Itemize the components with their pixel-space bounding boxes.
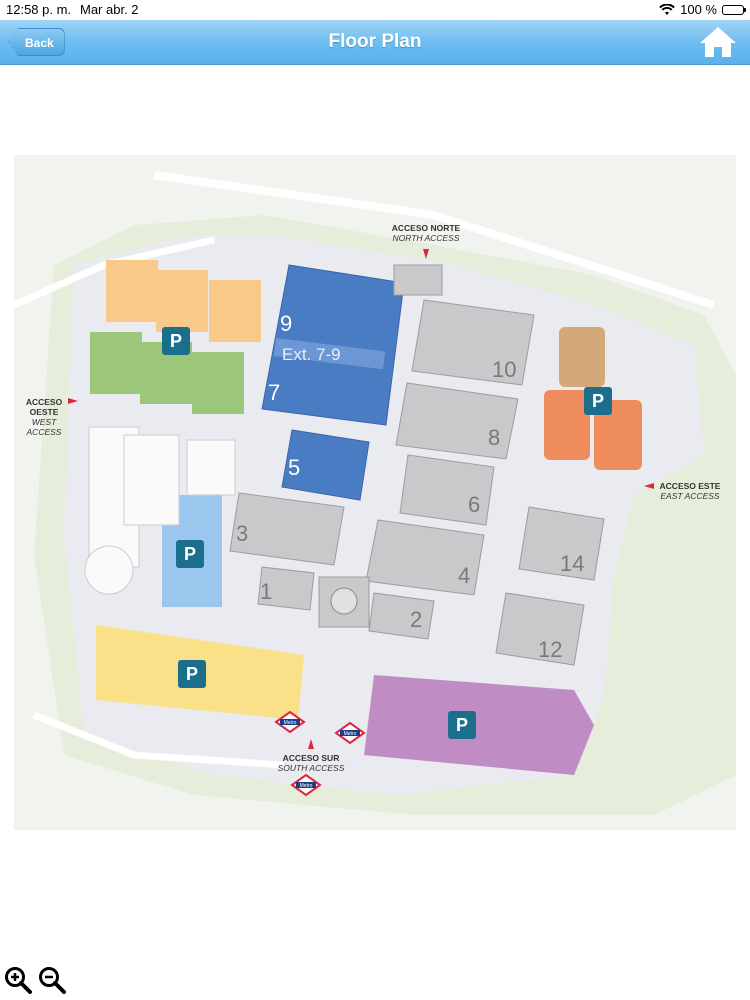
home-icon xyxy=(700,27,736,57)
south-access-label: ACCESO SUR SOUTH ACCESS xyxy=(278,739,345,773)
central-rotunda xyxy=(318,576,370,628)
parking-east xyxy=(544,327,642,470)
svg-text:Metro: Metro xyxy=(300,783,313,789)
hall-5[interactable] xyxy=(281,429,370,501)
hall-label-9: 9 xyxy=(280,311,292,336)
hall-3[interactable] xyxy=(229,492,345,566)
zoom-in-button[interactable] xyxy=(4,966,32,994)
metro-icon-south: Metro xyxy=(290,773,322,797)
hall-14[interactable] xyxy=(518,506,605,581)
hall-label-4: 4 xyxy=(458,563,470,588)
floor-plan-map[interactable]: 9 Ext. 7-9 7 5 10 8 6 4 14 12 3 1 2 P P … xyxy=(14,155,736,830)
wifi-icon xyxy=(659,3,675,15)
svg-text:SOUTH ACCESS: SOUTH ACCESS xyxy=(278,763,345,773)
back-button[interactable]: Back xyxy=(8,28,65,56)
metro-icon-southwest: Metro xyxy=(274,710,306,734)
hall-10[interactable] xyxy=(411,299,535,386)
hall-label-10: 10 xyxy=(492,357,516,382)
parking-badge-west-blue: P xyxy=(176,540,204,568)
svg-text:P: P xyxy=(170,331,182,351)
svg-text:Metro: Metro xyxy=(344,731,357,737)
svg-text:ACCESS: ACCESS xyxy=(26,427,62,437)
hall-2[interactable] xyxy=(368,592,435,640)
svg-text:Metro: Metro xyxy=(284,720,297,726)
svg-text:ACCESO NORTE: ACCESO NORTE xyxy=(392,223,461,233)
hall-6[interactable] xyxy=(399,454,495,526)
svg-text:P: P xyxy=(592,391,604,411)
hall-12[interactable] xyxy=(495,592,585,666)
hall-1[interactable] xyxy=(257,566,315,611)
svg-text:ACCESO ESTE: ACCESO ESTE xyxy=(660,481,721,491)
zoom-out-icon xyxy=(39,967,66,994)
svg-text:P: P xyxy=(186,664,198,684)
hall-9-7[interactable] xyxy=(261,264,405,426)
hall-label-6: 6 xyxy=(468,492,480,517)
grey-halls xyxy=(229,264,605,666)
hall-label-12: 12 xyxy=(538,637,562,662)
north-access-label: ACCESO NORTE NORTH ACCESS xyxy=(392,223,461,259)
east-access-label: ACCESO ESTE EAST ACCESS xyxy=(644,481,721,501)
hall-label-3: 3 xyxy=(236,521,248,546)
parking-badge-southwest: P xyxy=(178,660,206,688)
zoom-in-icon xyxy=(5,967,32,994)
status-bar: 12:58 p. m. Mar abr. 2 100 % xyxy=(0,0,750,20)
hall-label-7: 7 xyxy=(268,380,280,405)
metro-icon-southeast: Metro xyxy=(334,721,366,745)
zoom-out-button[interactable] xyxy=(38,966,66,994)
parking-south-purple xyxy=(364,675,594,775)
road-north xyxy=(153,171,716,309)
nav-bar: Back Floor Plan xyxy=(0,20,750,65)
west-structures xyxy=(84,426,236,595)
status-time: 12:58 p. m. xyxy=(6,2,72,17)
parking-northwest xyxy=(90,260,261,414)
battery-percent: 100 % xyxy=(680,2,717,17)
svg-text:OESTE: OESTE xyxy=(30,407,59,417)
svg-text:ACCESO SUR: ACCESO SUR xyxy=(283,753,340,763)
floor-plan-svg: 9 Ext. 7-9 7 5 10 8 6 4 14 12 3 1 2 P P … xyxy=(14,155,736,830)
hall-label-ext-7-9: Ext. 7-9 xyxy=(282,345,341,364)
road-west xyxy=(14,236,215,309)
hall-4[interactable] xyxy=(365,519,485,596)
svg-text:P: P xyxy=(456,715,468,735)
svg-text:ACCESO: ACCESO xyxy=(26,397,63,407)
hall-label-5: 5 xyxy=(288,455,300,480)
battery-icon xyxy=(722,4,746,15)
hall-8[interactable] xyxy=(395,382,519,460)
hall-label-8: 8 xyxy=(488,425,500,450)
parking-badge-east: P xyxy=(584,387,612,415)
page-title: Floor Plan xyxy=(328,31,422,52)
hall-label-2: 2 xyxy=(410,607,422,632)
home-button[interactable] xyxy=(698,25,738,59)
north-entrance-building xyxy=(393,264,443,296)
parking-badge-south: P xyxy=(448,711,476,739)
rotunda-circle xyxy=(330,587,358,615)
svg-text:EAST ACCESS: EAST ACCESS xyxy=(660,491,720,501)
status-date: Mar abr. 2 xyxy=(80,2,139,17)
svg-text:P: P xyxy=(184,544,196,564)
svg-text:WEST: WEST xyxy=(32,417,57,427)
hall-label-1: 1 xyxy=(260,579,272,604)
hall-label-14: 14 xyxy=(560,551,584,576)
west-access-label: ACCESO OESTE WEST ACCESS xyxy=(26,397,78,437)
road-south xyxy=(32,711,285,769)
parking-badge-northwest: P xyxy=(162,327,190,355)
status-right: 100 % xyxy=(659,2,746,17)
svg-text:NORTH ACCESS: NORTH ACCESS xyxy=(392,233,459,243)
